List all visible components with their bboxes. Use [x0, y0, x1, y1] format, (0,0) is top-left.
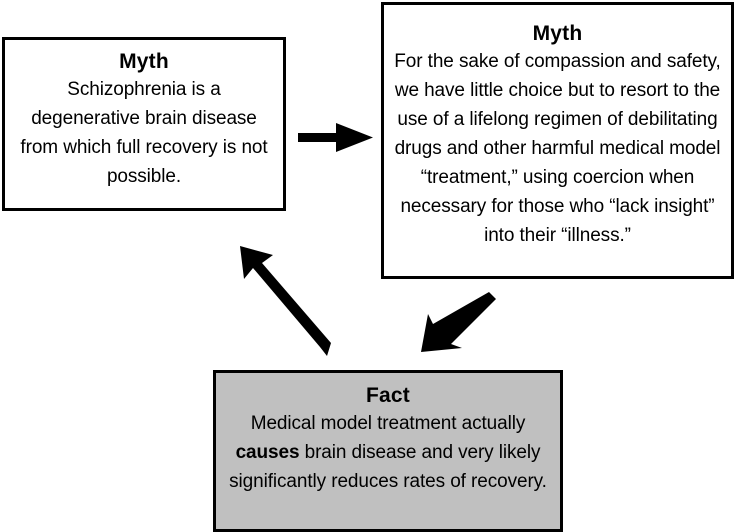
- node-myth-right-title: Myth: [532, 22, 583, 45]
- node-myth-left-body: Schizophrenia is a degenerative brain di…: [20, 79, 268, 187]
- node-myth-left-title: Myth: [119, 50, 169, 73]
- arrow-down-left-icon: [421, 292, 496, 352]
- node-fact-body-emphasis: causes: [235, 442, 300, 463]
- node-myth-left: Myth Schizophrenia is a degenerative bra…: [2, 37, 286, 211]
- node-fact-body-suffix: brain disease and very likely significan…: [229, 442, 547, 492]
- node-fact-body-prefix: Medical model treatment actually: [250, 413, 526, 434]
- node-fact-body: Medical model treatment actually causes …: [222, 409, 554, 496]
- arrow-right-icon: [298, 123, 373, 152]
- node-myth-right: Myth For the sake of compassion and safe…: [381, 2, 734, 279]
- node-myth-right-body: For the sake of compassion and safety, w…: [394, 51, 721, 246]
- node-fact: Fact Medical model treatment actually ca…: [213, 370, 563, 532]
- node-fact-title: Fact: [366, 384, 410, 407]
- arrow-up-left-icon: [240, 246, 331, 356]
